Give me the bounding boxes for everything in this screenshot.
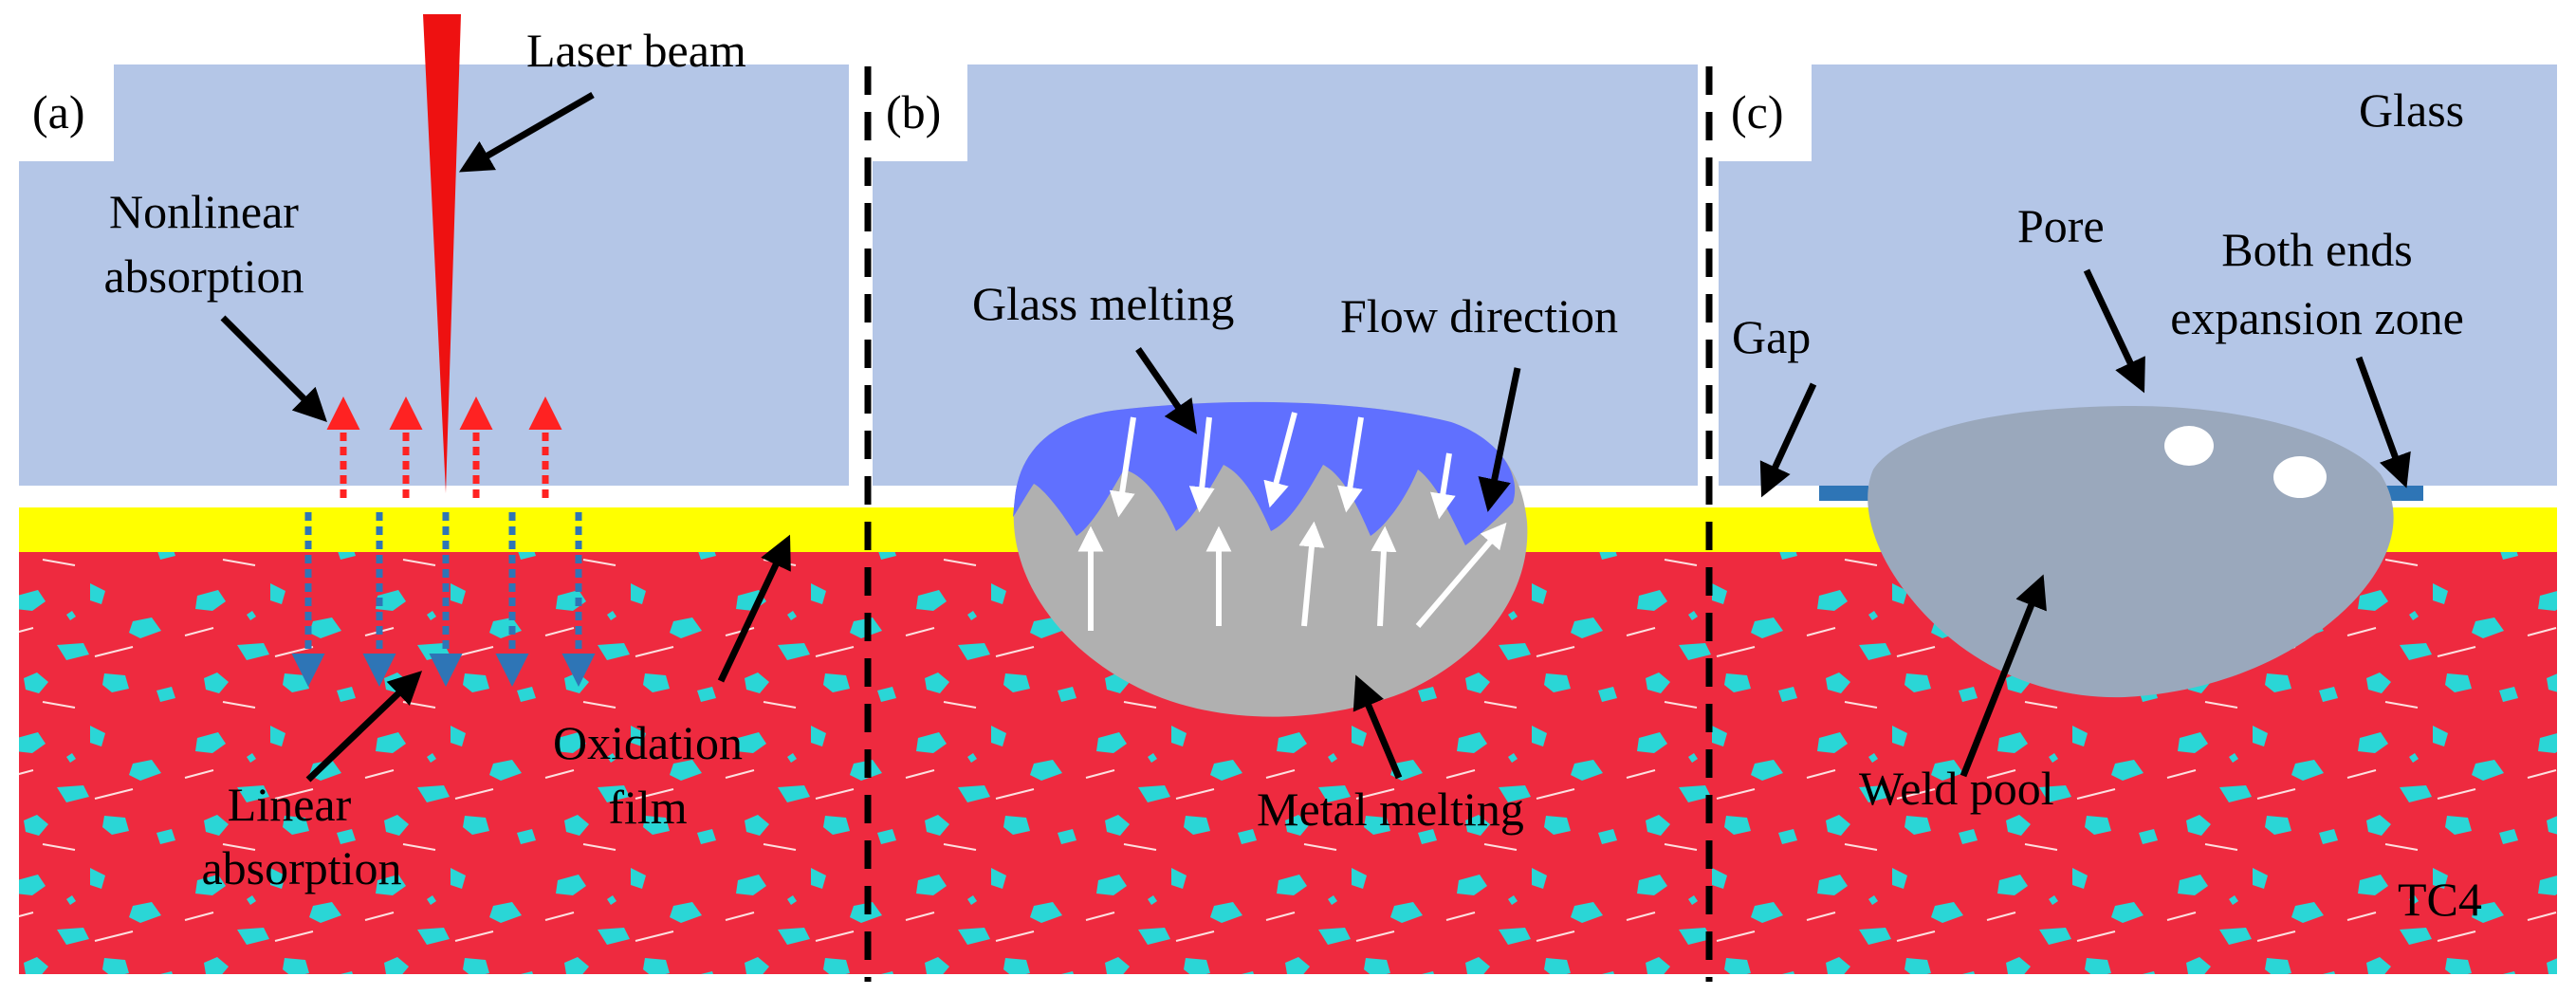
both-ends-label-line1: Both ends (2221, 223, 2412, 276)
linear-absorption-label-line2: absorption (201, 841, 401, 894)
nonlinear-absorption-label-line2: absorption (103, 249, 304, 303)
weld-pool-pointer (1960, 574, 2047, 778)
nonlinear-absorption-label-line1: Nonlinear (109, 185, 299, 238)
both-ends-label-line2: expansion zone (2170, 291, 2464, 344)
pore-bubble-2 (2273, 456, 2327, 498)
laser-beam-label: Laser beam (526, 24, 746, 77)
weld-pool-label: Weld pool (1859, 762, 2054, 815)
glass-panel-b (873, 64, 1698, 486)
oxidation-film-label-line1: Oxidation (553, 716, 743, 769)
panel-b: (b) Glass melting Flow direction Metal m… (873, 64, 1618, 836)
linear-absorption-pointer (305, 671, 423, 783)
nonlinear-absorption-arrows (326, 396, 562, 498)
glass-label: Glass (2359, 83, 2464, 137)
glass-panel-c (1719, 64, 2557, 486)
oxidation-film-pointer (717, 534, 791, 683)
laser-beam (423, 14, 461, 493)
metal-melting-pointer (1352, 674, 1403, 780)
flow-direction-pointer (1478, 367, 1521, 512)
expansion-zone-left (1819, 486, 1868, 501)
molten-glass-region (1013, 401, 1516, 545)
panel-a: (a) Laser beam Nonlinear absorption Line… (19, 14, 791, 894)
glass-flow-arrows (1109, 412, 1456, 520)
gap-pointer (1759, 382, 1817, 498)
oxidation-film-label-line2: film (608, 781, 687, 834)
laser-beam-pointer (458, 91, 595, 173)
metal-flow-arrows (1077, 521, 1507, 631)
flow-direction-label: Flow direction (1340, 289, 1618, 342)
nonlinear-absorption-pointer (220, 315, 327, 422)
metal-melting-label: Metal melting (1257, 783, 1524, 836)
glass-melting-pointer (1135, 347, 1197, 434)
linear-absorption-arrows (291, 512, 596, 687)
both-ends-pointer (2355, 356, 2411, 488)
pore-label: Pore (2017, 199, 2105, 252)
linear-absorption-label-line1: Linear (228, 778, 352, 831)
weld-pool (1868, 406, 2394, 698)
panel-tag-b: (b) (886, 85, 941, 138)
glass-melting-label: Glass melting (972, 277, 1234, 330)
tc4-label: TC4 (2398, 873, 2482, 926)
pore-bubble-1 (2164, 426, 2214, 466)
pore-pointer (2083, 268, 2145, 394)
panel-c: (c) Glass Pore Both ends expansion zone … (1719, 64, 2482, 926)
glass-panel-a (19, 64, 849, 486)
panel-tag-a: (a) (32, 85, 85, 138)
gap-label: Gap (1732, 310, 1811, 363)
panel-tag-c: (c) (1731, 85, 1784, 138)
